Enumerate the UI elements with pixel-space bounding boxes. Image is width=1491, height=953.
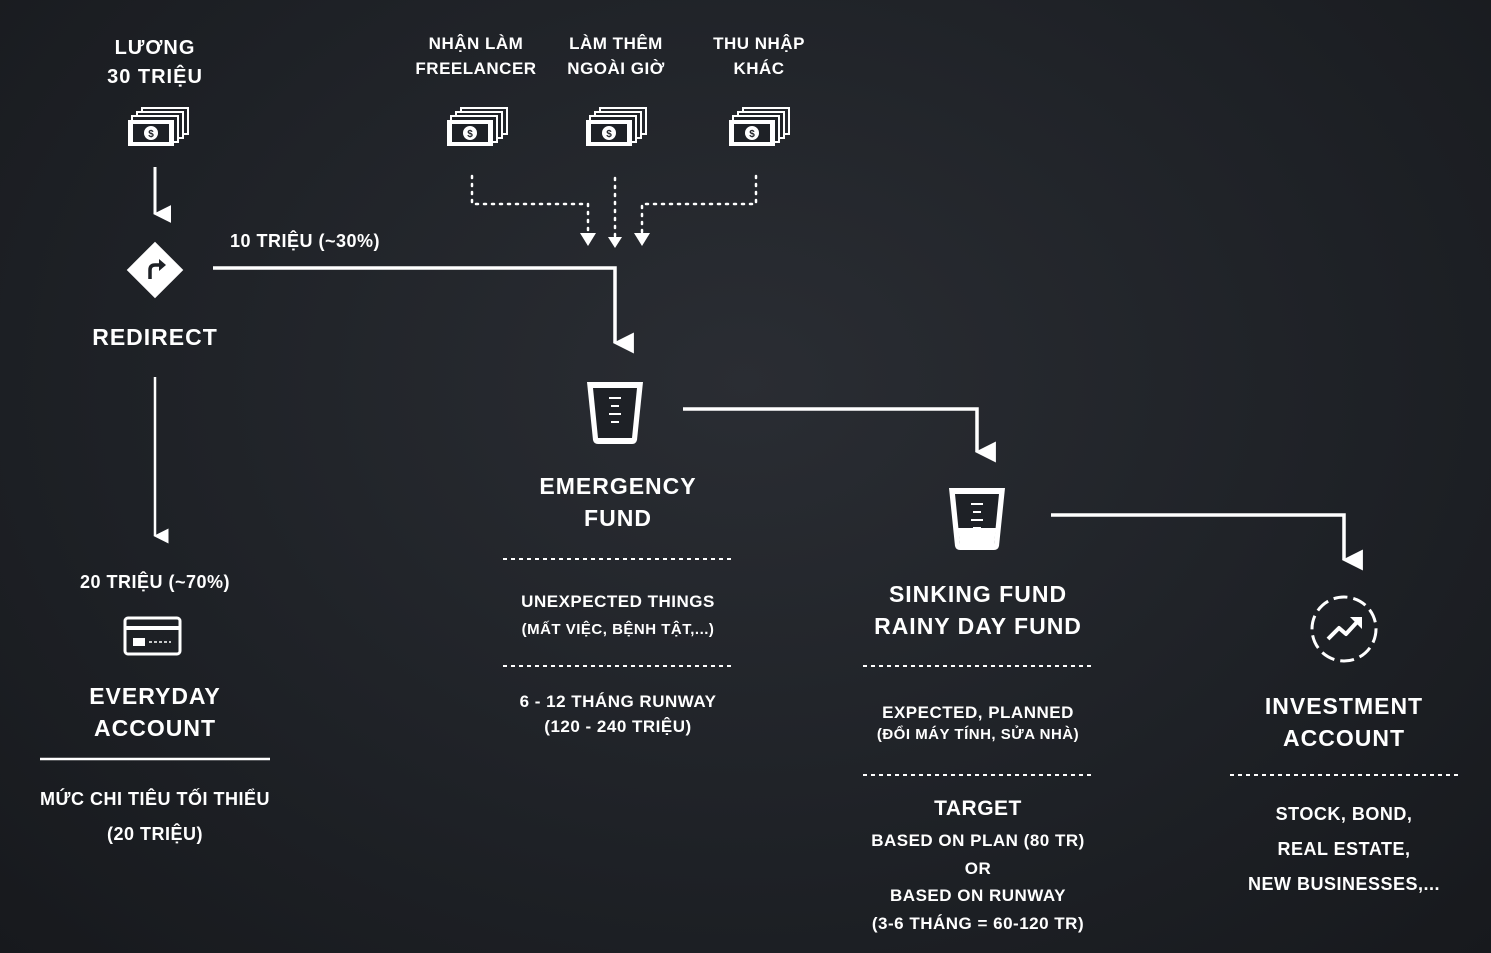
investment-growth-icon: [1310, 595, 1378, 663]
arrow-sinking-to-investment: [1051, 513, 1363, 571]
cash-stack-icon: [728, 107, 790, 147]
redirect-label: REDIRECT: [92, 324, 218, 350]
split-right-label: 10 TRIỆU (~30%): [229, 231, 381, 251]
source-other-label: THU NHẬP KHÁC: [713, 34, 805, 78]
investment-account-title: INVESTMENT ACCOUNT: [1264, 693, 1424, 751]
sinking-fund-target: BASED ON PLAN (80 TR) OR BASED ON RUNWAY…: [871, 831, 1085, 933]
dotted-arrowhead: [608, 237, 622, 248]
measuring-cup-icon: [948, 487, 1006, 551]
source-salary-label: LƯƠNG 30 TRIỆU: [107, 37, 203, 88]
sinking-target-heading: TARGET: [934, 797, 1022, 820]
sinking-fund-purpose: EXPECTED, PLANNED (ĐỔI MÁY TÍNH, SỬA NHÀ…: [876, 703, 1080, 743]
emergency-fund-purpose: UNEXPECTED THINGS (MẤT VIỆC, BỆNH TẬT,..…: [521, 592, 715, 638]
source-freelance-label: NHẬN LÀM FREELANCER: [415, 34, 537, 78]
measuring-cup-icon: [586, 381, 644, 445]
dashed-separators: [503, 558, 1460, 776]
arrow-redirect-to-emergency: [213, 266, 634, 354]
split-down-label: 20 TRIỆU (~70%): [79, 572, 231, 592]
redirect-diamond-icon: [126, 241, 184, 299]
arrow-emergency-to-sinking: [683, 407, 996, 463]
source-overtime-label: LÀM THÊM NGOÀI GIỜ: [567, 34, 665, 78]
everyday-account-desc: MỨC CHI TIÊU TỐI THIỂU (20 TRIỆU): [40, 789, 270, 844]
emergency-fund-title: EMERGENCY FUND: [539, 473, 697, 531]
cash-stack-icon: [127, 107, 189, 147]
dotted-arrowhead: [580, 233, 596, 246]
everyday-account-title: EVERYDAY ACCOUNT: [89, 683, 221, 741]
dotted-income-connectors: [470, 174, 758, 240]
emergency-fund-target: 6 - 12 THÁNG RUNWAY (120 - 240 TRIỆU): [519, 692, 717, 736]
investment-account-desc: STOCK, BOND, REAL ESTATE, NEW BUSINESSES…: [1247, 804, 1441, 894]
cash-stack-icon: [446, 107, 508, 147]
sinking-fund-title: SINKING FUND RAINY DAY FUND: [874, 581, 1082, 639]
credit-card-icon: [123, 616, 182, 656]
dotted-arrowhead: [634, 233, 650, 246]
cash-stack-icon: [585, 107, 647, 147]
